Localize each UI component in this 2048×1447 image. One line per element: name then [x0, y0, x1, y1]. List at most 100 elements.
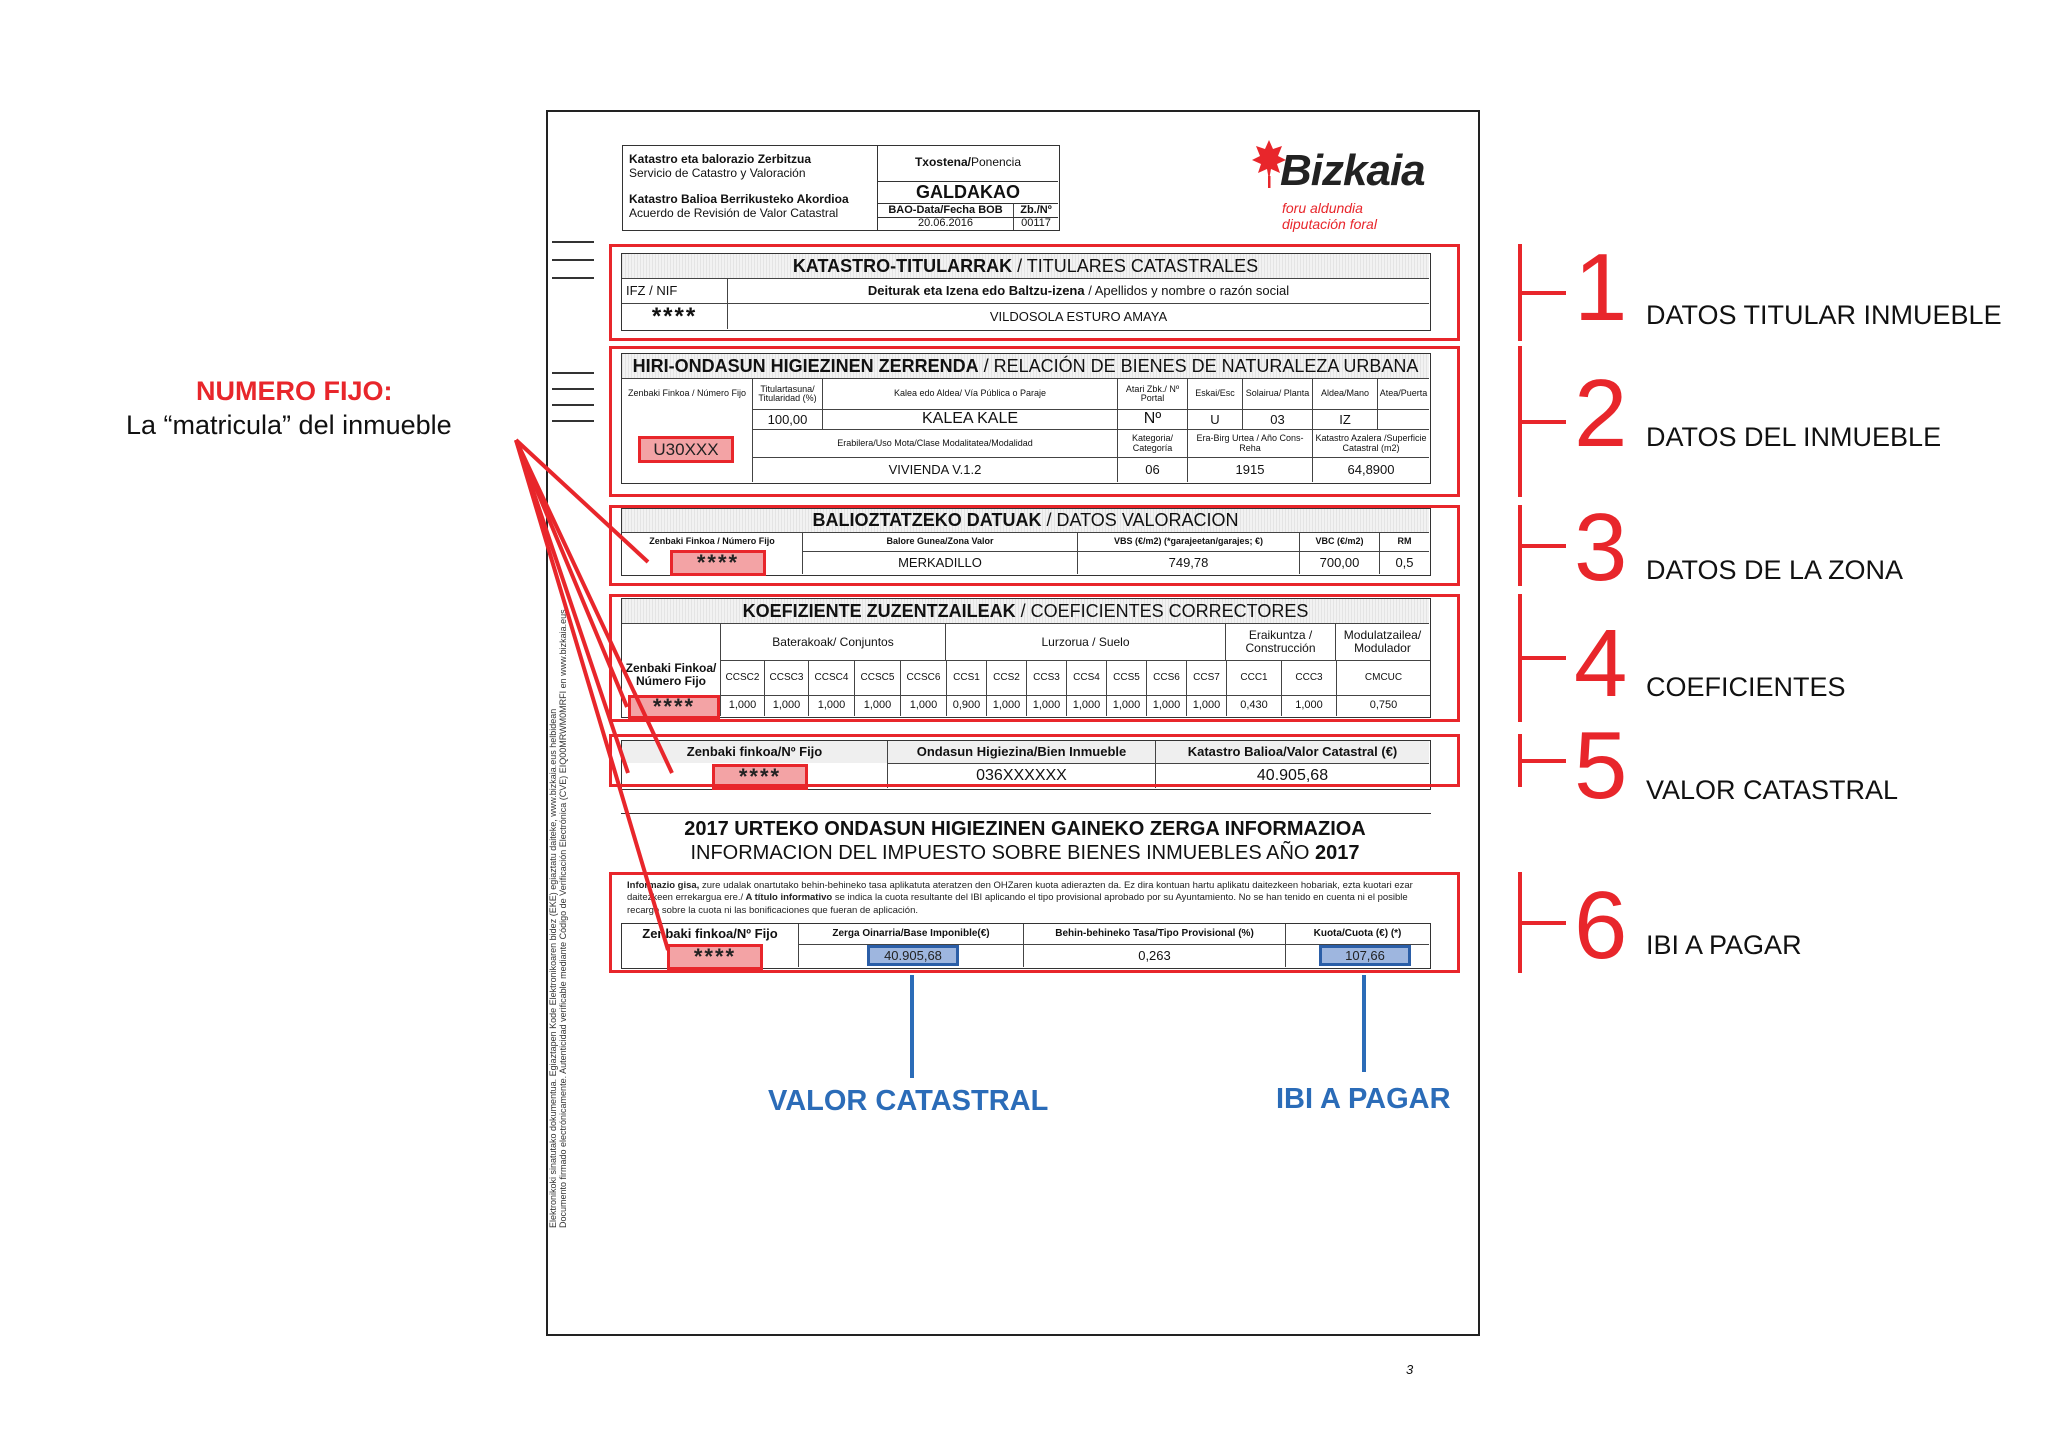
valoracion-table: BALIOZTATZEKO DATUAK / DATOS VALORACION … [621, 508, 1431, 576]
valoracion-vbc-value: 700,00 [1299, 551, 1379, 574]
coef-code-ccs4: CCS4 [1066, 660, 1106, 695]
inmueble-table: HIRI-ONDASUN HIGIEZINEN ZERRENDA / RELAC… [621, 353, 1431, 484]
section-1-outline [609, 244, 1460, 341]
section-3-outline [609, 505, 1460, 586]
inmueble-title: HIRI-ONDASUN HIGIEZINEN ZERRENDA / RELAC… [622, 354, 1429, 379]
inmueble-via-value: KALEA KALE [822, 409, 1117, 429]
coef-value-ccc3: 1,000 [1281, 695, 1336, 716]
valor-bien-header: Ondasun Higiezina/Bien Inmueble [887, 741, 1155, 763]
coef-code-ccsc6: CCSC6 [900, 660, 946, 695]
section-3-label: DATOS DE LA ZONA [1646, 555, 1904, 585]
vertical-verification-text: Elektronikoki sinatutako dokumentua. Egi… [548, 609, 568, 1228]
section-5-label: VALOR CATASTRAL [1646, 775, 1899, 805]
section-4-number: 4 [1574, 610, 1628, 717]
section-5-bracket-tick [1518, 759, 1566, 763]
inmueble-uso-value: VIVIENDA V.1.2 [752, 457, 1117, 482]
coef-value-ccsc3: 1,000 [764, 695, 808, 716]
inmueble-puerta-header: Atea/Puerta [1377, 379, 1429, 409]
coef-value-ccsc6: 1,000 [900, 695, 946, 716]
valoracion-vbs-header: VBS (€/m2) (*garajeetan/garajes; €) [1077, 533, 1299, 551]
section-3-number: 3 [1574, 494, 1628, 601]
inmueble-anio-header: Era-Birg Urtea / Año Cons-Reha [1187, 429, 1312, 457]
office-es: Servicio de Catastro y Valoración [629, 166, 806, 180]
valoracion-rm-header: RM [1379, 533, 1429, 551]
ibi-callout: IBI A PAGAR [1276, 1083, 1451, 1115]
inmueble-portal-header: Atari Zbk./ Nº Portal [1117, 379, 1187, 409]
titulares-table: KATASTRO-TITULARRAK / TITULARES CATASTRA… [621, 253, 1431, 331]
valoracion-title: BALIOZTATZEKO DATUAK / DATOS VALORACION [622, 509, 1429, 533]
logo-sub-es: diputación foral [1282, 216, 1377, 232]
ibi-title-line1: 2017 URTEKO ONDASUN HIGIEZINEN GAINEKO Z… [684, 818, 1366, 840]
numero-fijo-title: NUMERO FIJO: [196, 376, 393, 406]
inmueble-categoria-value: 06 [1117, 457, 1187, 482]
coef-code-ccs6: CCS6 [1146, 660, 1186, 695]
coef-code-ccc1: CCC1 [1226, 660, 1281, 695]
margin-marks-top [552, 241, 594, 279]
valoracion-fijo-header: Zenbaki Finkoa / Número Fijo [649, 536, 775, 547]
valoracion-numero-fijo-highlight: **** [670, 550, 766, 576]
agreement-es: Acuerdo de Revisión de Valor Catastral [629, 206, 839, 220]
valoracion-vbs-value: 749,78 [1077, 551, 1299, 574]
section-2-number: 2 [1574, 360, 1628, 467]
inmueble-anio-value: 1915 [1187, 457, 1312, 482]
ibi-fijo-header: Zenbaki finkoa/Nº Fijo [642, 926, 778, 942]
coef-code-cmcuc: CMCUC [1336, 660, 1430, 695]
header-service-box: Katastro eta balorazio Zerbitzua Servici… [622, 145, 878, 231]
ibi-base-highlight: 40.905,68 [867, 945, 959, 966]
coef-value-ccs2: 1,000 [986, 695, 1026, 716]
inmueble-mano-header: Aldea/Mano [1312, 379, 1377, 409]
coeficientes-modulador-header: Modulatzailea/ Modulador [1335, 624, 1429, 660]
coef-value-ccs7: 1,000 [1186, 695, 1226, 716]
section-4-outline [609, 594, 1460, 722]
section-1-label: DATOS TITULAR INMUEBLE [1646, 300, 2002, 330]
coef-code-ccs7: CCS7 [1186, 660, 1226, 695]
coef-value-ccsc5: 1,000 [854, 695, 900, 716]
valor-catastral-table: Zenbaki finkoa/Nº Fijo Ondasun Higiezina… [621, 740, 1431, 790]
ibi-table: Zenbaki finkoa/Nº Fijo Zerga Oinarria/Ba… [621, 923, 1431, 970]
inmueble-esc-value: U [1187, 409, 1242, 429]
section-4-bracket-tick [1518, 656, 1566, 660]
inmueble-superficie-value: 64,8900 [1312, 457, 1429, 482]
agreement-eu: Katastro Balioa Berrikusteko Akordioa [629, 192, 849, 206]
section-2-label: DATOS DEL INMUEBLE [1646, 422, 1942, 452]
section-6-number: 6 [1574, 872, 1628, 979]
coef-value-ccs4: 1,000 [1066, 695, 1106, 716]
valoracion-vbc-header: VBC (€/m2) [1299, 533, 1379, 551]
section-5-outline [609, 734, 1460, 787]
coef-value-ccs6: 1,000 [1146, 695, 1186, 716]
section-2-bracket-tick [1518, 420, 1566, 424]
ibi-cuota-cell [1285, 944, 1429, 967]
inmueble-fijo-header: Zenbaki Finkoa / Número Fijo [627, 388, 747, 399]
coeficientes-construccion-header: Eraikuntza / Construcción [1225, 624, 1335, 660]
valoracion-rm-value: 0,5 [1379, 551, 1429, 574]
coef-value-ccs1: 0,900 [946, 695, 986, 716]
coeficientes-title: KOEFIZIENTE ZUZENTZAILEAK / COEFICIENTES… [622, 599, 1429, 624]
inmueble-mano-value: IZ [1312, 409, 1377, 429]
bob-num-label: Zb./Nº [1013, 203, 1058, 217]
valor-fijo-header: Zenbaki finkoa/Nº Fijo [622, 741, 887, 763]
logo-name: Bizkaia [1280, 146, 1426, 195]
ibi-title-line2: INFORMACION DEL IMPUESTO SOBRE BIENES IN… [690, 842, 1360, 864]
page-number: 3 [1406, 1362, 1414, 1377]
inmueble-esc-header: Eskai/Esc [1187, 379, 1242, 409]
coef-value-cmcuc: 0,750 [1336, 695, 1430, 716]
ibi-base-cell [798, 944, 1023, 967]
valor-bien-value: 036XXXXXX [887, 763, 1155, 788]
section-2-outline [609, 346, 1460, 497]
titulares-title: KATASTRO-TITULARRAK / TITULARES CATASTRA… [622, 254, 1429, 279]
bob-date-label: BAO-Data/Fecha BOB [878, 203, 1013, 217]
section-6-bracket-tick [1518, 921, 1566, 925]
inmueble-puerta-value [1377, 409, 1429, 429]
ibi-numero-fijo-highlight: **** [667, 944, 763, 970]
coef-code-ccsc3: CCSC3 [764, 660, 808, 695]
ibi-cuota-highlight: 107,66 [1319, 945, 1411, 966]
section-1-number: 1 [1574, 234, 1628, 341]
ibi-cuota-header: Kuota/Cuota (€) (*) [1285, 924, 1429, 944]
coef-code-ccs1: CCS1 [946, 660, 986, 695]
numero-fijo-subtitle: La “matricula” del inmueble [126, 410, 452, 440]
header-ponencia-box: Txostena/Ponencia GALDAKAO BAO-Data/Fech… [877, 145, 1060, 231]
valor-catastral-value: 40.905,68 [1155, 763, 1429, 788]
coef-code-ccs5: CCS5 [1106, 660, 1146, 695]
coef-value-ccs3: 1,000 [1026, 695, 1066, 716]
